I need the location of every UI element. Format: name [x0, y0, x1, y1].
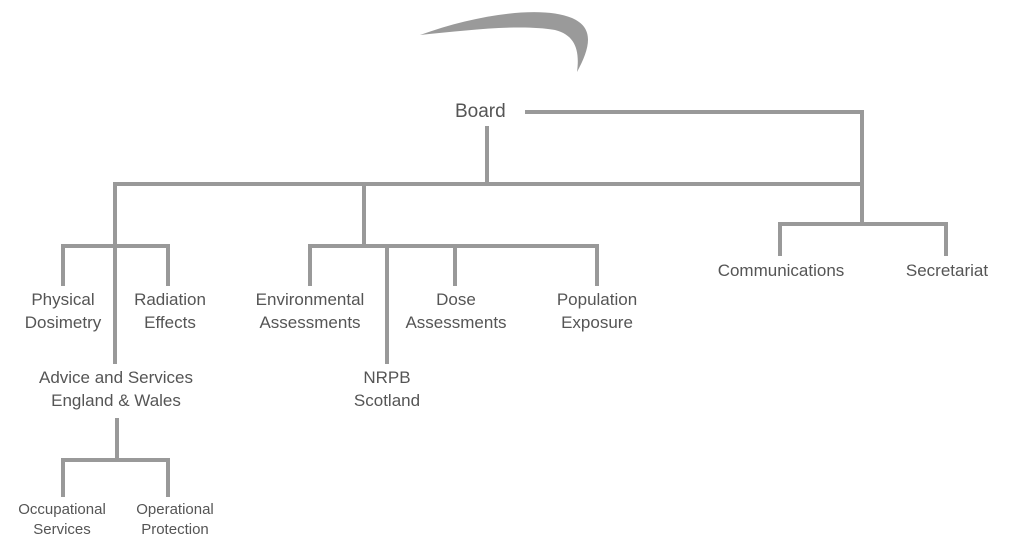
node-communications-label: Communications	[717, 261, 845, 280]
node-operational-protection: Operational Protection	[120, 500, 230, 539]
node-occupational-services: Occupational Services	[4, 500, 120, 539]
node-physical-dosimetry-line2: Dosimetry	[24, 312, 102, 332]
node-operational-protection-line2: Protection	[141, 520, 209, 538]
node-population-exposure-line1: Population	[556, 290, 638, 309]
node-advice-services-line2: England & Wales	[51, 390, 181, 410]
node-occupational-services-line1: Occupational	[18, 501, 106, 518]
node-advice-services-line1: Advice and Services	[38, 368, 194, 387]
node-radiation-effects-line2: Effects	[144, 312, 196, 332]
node-operational-protection-line1: Operational	[136, 501, 214, 518]
node-communications: Communications	[700, 260, 862, 283]
node-board-label: Board	[455, 101, 506, 122]
node-radiation-effects-line1: Radiation	[134, 290, 206, 309]
node-board: Board	[455, 100, 506, 125]
node-population-exposure: Population Exposure	[541, 289, 653, 335]
node-population-exposure-line2: Exposure	[561, 312, 633, 332]
node-nrpb-scotland: NRPB Scotland	[337, 367, 437, 413]
node-nrpb-scotland-line2: Scotland	[353, 390, 421, 410]
node-radiation-effects: Radiation Effects	[120, 289, 220, 335]
node-secretariat: Secretariat	[894, 260, 1000, 283]
logo-swoosh	[420, 12, 588, 72]
node-dose-assessments: Dose Assessments	[392, 289, 520, 335]
node-environmental-assessments-line1: Environmental	[255, 290, 365, 309]
node-nrpb-scotland-line1: NRPB	[363, 368, 411, 387]
node-environmental-assessments-line2: Assessments	[259, 312, 361, 332]
node-advice-services: Advice and Services England & Wales	[13, 367, 219, 413]
node-occupational-services-line2: Services	[33, 520, 91, 538]
node-physical-dosimetry: Physical Dosimetry	[13, 289, 113, 335]
node-secretariat-label: Secretariat	[905, 261, 989, 280]
node-environmental-assessments: Environmental Assessments	[240, 289, 380, 335]
node-dose-assessments-line1: Dose	[436, 290, 476, 309]
node-dose-assessments-line2: Assessments	[405, 312, 507, 332]
connector-lines	[61, 110, 948, 497]
node-physical-dosimetry-line1: Physical	[31, 290, 95, 309]
